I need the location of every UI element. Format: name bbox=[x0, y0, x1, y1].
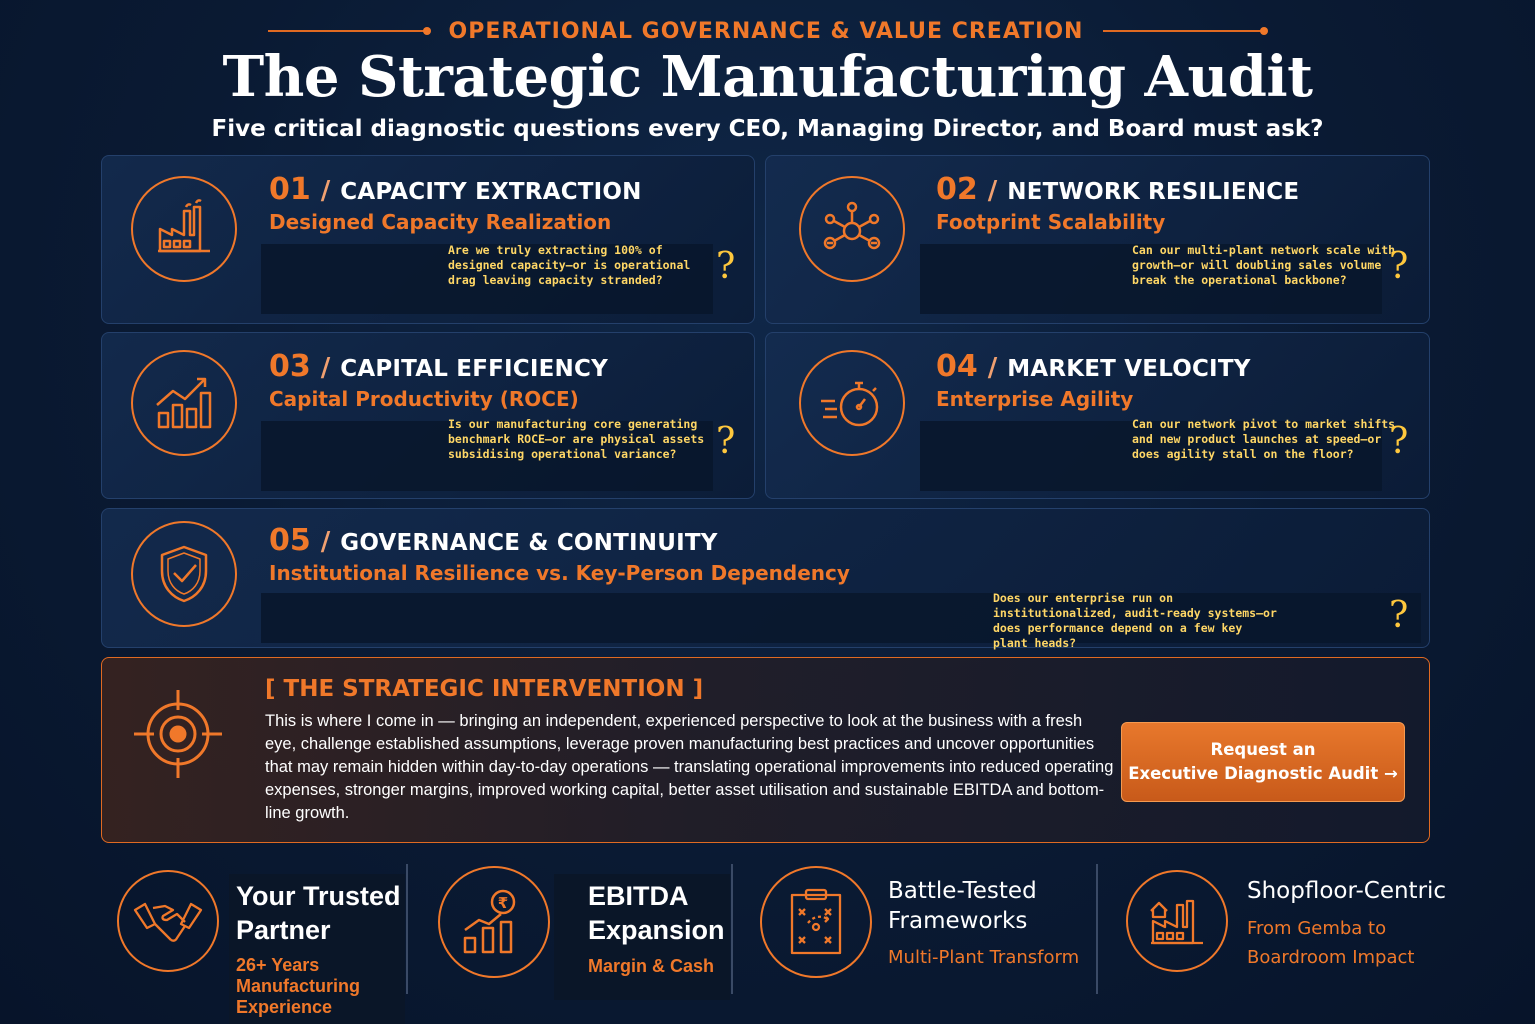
card-question: Are we truly extracting 100% of designed… bbox=[448, 243, 691, 287]
card-subheading: Capital Productivity (ROCE) bbox=[269, 387, 579, 411]
footer-trusted-partner: Your Trusted Partner 26+ Years Manufactu… bbox=[0, 860, 410, 1024]
request-audit-button[interactable]: Request an Executive Diagnostic Audit → bbox=[1121, 722, 1405, 802]
card-subheading: Footprint Scalability bbox=[936, 210, 1166, 234]
footer-subtitle-line1: Margin & Cash bbox=[588, 956, 715, 976]
footer-subtitle-line1: Multi-Plant Transform bbox=[888, 947, 1080, 968]
question-panel bbox=[261, 244, 713, 314]
card-market-velocity: 04 / MARKET VELOCITY Enterprise Agility Ca… bbox=[765, 332, 1430, 499]
card-heading: 01 / CAPACITY EXTRACTION bbox=[269, 172, 642, 207]
card-question: Can our multi-plant network scale with g… bbox=[1132, 243, 1396, 287]
footer-title-line1: EBITDA bbox=[588, 881, 689, 911]
svg-text:₹: ₹ bbox=[498, 894, 508, 912]
card-slash: / bbox=[987, 353, 998, 383]
question-mark-icon: ? bbox=[1389, 421, 1409, 462]
card-governance-continuity: 05 / GOVERNANCE & CONTINUITY Institutional… bbox=[101, 508, 1430, 650]
footer-title-line1: Your Trusted bbox=[236, 881, 401, 911]
card-number: 01 bbox=[269, 172, 311, 207]
header-kicker-row: OPERATIONAL GOVERNANCE & VALUE CREATION bbox=[268, 16, 1268, 46]
strategic-intervention-panel: [ THE STRATEGIC INTERVENTION ] This is w… bbox=[101, 657, 1430, 843]
card-heading: 02 / NETWORK RESILIENCE bbox=[936, 172, 1299, 207]
footer-shopfloor-centric: Shopfloor-Centric From Gemba to Boardroo… bbox=[1100, 860, 1535, 1024]
cta-label-line1: Request an bbox=[1210, 740, 1316, 759]
card-number: 05 bbox=[269, 523, 311, 558]
card-number: 02 bbox=[936, 172, 978, 207]
card-title: GOVERNANCE & CONTINUITY bbox=[340, 530, 718, 556]
footer-divider bbox=[1096, 864, 1098, 994]
kicker-line-left bbox=[268, 27, 431, 35]
target-icon bbox=[130, 686, 226, 786]
footer-title-line1: Battle-Tested bbox=[888, 878, 1037, 904]
rupee-chart-icon: ₹ bbox=[438, 866, 550, 978]
footer-text-panel bbox=[554, 874, 730, 1000]
card-question: Can our network pivot to market shifts a… bbox=[1132, 417, 1396, 461]
footer-divider bbox=[731, 864, 733, 994]
question-panel bbox=[261, 593, 1421, 643]
card-heading: 05 / GOVERNANCE & CONTINUITY bbox=[269, 523, 718, 558]
page-subtitle: Five critical diagnostic questions every… bbox=[211, 116, 1324, 142]
question-panel bbox=[920, 244, 1382, 314]
footer-title-line2: Frameworks bbox=[888, 908, 1028, 934]
card-number: 03 bbox=[269, 349, 311, 384]
footer-subtitle-line3: Experience bbox=[236, 997, 333, 1017]
card-heading: 03 / CAPITAL EFFICIENCY bbox=[269, 349, 608, 384]
card-number: 04 bbox=[936, 349, 978, 384]
cta-label-line2: Executive Diagnostic Audit → bbox=[1128, 764, 1398, 783]
footer-title-line1: Shopfloor-Centric bbox=[1247, 878, 1447, 904]
factory-icon bbox=[131, 176, 237, 282]
card-capacity-extraction: 01 / CAPACITY EXTRACTION Designed Capacity… bbox=[101, 155, 755, 324]
card-subheading: Institutional Resilience vs. Key-Person … bbox=[269, 561, 850, 585]
strategy-clipboard-icon bbox=[760, 866, 872, 978]
intervention-body: This is where I come in — bringing an in… bbox=[265, 712, 1114, 822]
footer-title-line2: Partner bbox=[236, 915, 331, 945]
factory-home-icon bbox=[1126, 870, 1228, 972]
page-title: The Strategic Manufacturing Audit bbox=[222, 44, 1314, 110]
question-panel bbox=[261, 421, 713, 491]
card-title: CAPITAL EFFICIENCY bbox=[340, 356, 608, 382]
network-icon bbox=[799, 176, 905, 282]
card-title: CAPACITY EXTRACTION bbox=[340, 179, 642, 205]
card-subheading: Designed Capacity Realization bbox=[269, 210, 612, 234]
question-mark-icon: ? bbox=[716, 246, 736, 287]
card-question: Is our manufacturing core generating ben… bbox=[448, 417, 705, 461]
question-mark-icon: ? bbox=[1389, 246, 1409, 287]
question-mark-icon: ? bbox=[1389, 595, 1409, 636]
card-heading: 04 / MARKET VELOCITY bbox=[936, 349, 1251, 384]
footer-subtitle-line2: Boardroom Impact bbox=[1247, 947, 1415, 968]
stopwatch-icon bbox=[799, 350, 905, 456]
card-slash: / bbox=[320, 527, 331, 557]
card-slash: / bbox=[320, 353, 331, 383]
footer-ebitda-expansion: ₹ EBITDA Expansion Margin & Cash bbox=[410, 860, 732, 1024]
card-capital-efficiency: 03 / CAPITAL EFFICIENCY Capital Productivi… bbox=[101, 332, 755, 499]
intervention-title: [ THE STRATEGIC INTERVENTION ] bbox=[265, 676, 704, 702]
question-panel bbox=[920, 421, 1382, 491]
footer-subtitle-line1: From Gemba to bbox=[1247, 918, 1387, 939]
footer-divider bbox=[406, 864, 408, 994]
header-kicker: OPERATIONAL GOVERNANCE & VALUE CREATION bbox=[448, 18, 1084, 44]
footer-text-panel bbox=[229, 874, 405, 1024]
kicker-line-right bbox=[1103, 27, 1268, 35]
card-title: MARKET VELOCITY bbox=[1007, 356, 1251, 382]
handshake-icon bbox=[117, 870, 219, 972]
footer-subtitle-line1: 26+ Years bbox=[236, 955, 320, 975]
card-title: NETWORK RESILIENCE bbox=[1007, 179, 1300, 205]
footer-title-line2: Expansion bbox=[588, 915, 725, 945]
card-slash: / bbox=[320, 176, 331, 206]
footer-subtitle-line2: Manufacturing bbox=[236, 976, 360, 996]
card-network-resilience: 02 / NETWORK RESILIENCE Footprint Scalabil… bbox=[765, 155, 1430, 324]
footer-battle-tested: Battle-Tested Frameworks Multi-Plant Tra… bbox=[735, 860, 1095, 1024]
card-slash: / bbox=[987, 176, 998, 206]
shield-check-icon bbox=[131, 521, 237, 627]
card-subheading: Enterprise Agility bbox=[936, 387, 1134, 411]
card-question: Does our enterprise run on institutional… bbox=[993, 591, 1277, 650]
growth-chart-icon bbox=[131, 350, 237, 456]
question-mark-icon: ? bbox=[716, 421, 736, 462]
